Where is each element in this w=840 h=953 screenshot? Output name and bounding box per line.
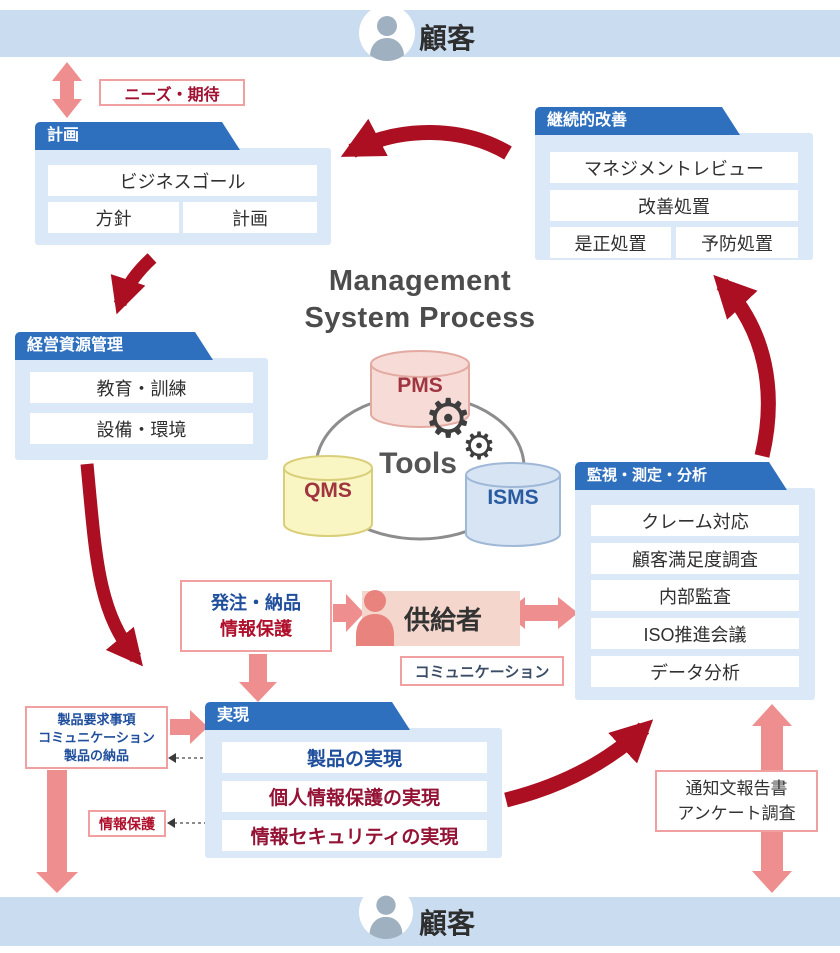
improvement-row-corrective: 是正処置 [550,227,671,258]
plan-row-business-goal: ビジネスゴール [48,165,317,196]
gear-small-icon: ⚙ [462,426,497,468]
order-box: 発注・納品 情報保護 [180,580,332,652]
arrow-improvement-to-plan [340,118,512,160]
improvement-tab: 継続的改善 [535,107,740,135]
communication-label: コミュニケーション [414,663,550,681]
resources-row-facility: 設備・環境 [30,413,253,444]
arrow-realization-to-monitoring [504,719,654,808]
isms-cylinder: ISMS [465,462,561,547]
realization-row-security: 情報セキュリティの実現 [222,820,487,851]
pms-cylinder: PMS [370,350,470,428]
page-title: Management System Process [230,263,610,337]
qms-cylinder: QMS [283,455,373,537]
arrow-order-to-realization [239,654,277,702]
info-protection-box: 情報保護 [88,810,166,837]
gear-icon: ⚙ [424,389,473,449]
arrow-plan-to-resources [110,253,157,315]
monitoring-row-audit: 内部監査 [591,580,799,611]
customer-label-top: 顧客 [419,23,476,54]
realization-tab: 実現 [205,702,410,730]
customer-icon-bottom [358,884,414,945]
improvement-row-preventive: 予防処置 [676,227,798,258]
resources-panel: 経営資源管理 教育・訓練 設備・環境 [15,332,268,460]
plan-row-policy: 方針 [48,202,179,233]
pms-label: PMS [397,374,443,397]
plan-row-plan: 計画 [183,202,317,233]
requirements-line1: 製品要求事項 [57,711,136,727]
arrow-monitoring-to-improvement [713,274,776,458]
info-protection-label: 情報保護 [99,815,155,832]
order-line2: 情報保護 [220,619,292,639]
arrow-left-to-customer [36,770,78,893]
realization-panel: 実現 製品の実現 個人情報保護の実現 情報セキュリティの実現 [205,702,502,858]
monitoring-panel: 監視・測定・分析 クレーム対応 顧客満足度調査 内部監査 ISO推進会議 データ… [575,462,815,700]
customer-bar-bottom [0,897,840,946]
tools-label: Tools [379,447,457,480]
arrow-resources-to-realization [80,463,143,667]
realization-row-product: 製品の実現 [222,742,487,773]
supplier-icon [350,586,400,651]
needs-label: ニーズ・期待 [124,86,220,104]
requirements-line2: コミュニケーション [38,729,155,745]
title-line1: Management [328,265,512,297]
customer-bar-top [0,10,840,57]
title-line2: System Process [304,302,536,334]
report-line1: 通知文報告書 [685,779,788,798]
communication-label-box: コミュニケーション [400,656,564,686]
plan-panel: 計画 ビジネスゴール 方針 計画 [35,122,331,245]
arrow-requirements-to-realization [170,710,208,744]
arrow-needs-double [52,62,82,118]
resources-tab: 経営資源管理 [15,332,213,360]
order-line1: 発注・納品 [211,593,301,613]
resources-row-training: 教育・訓練 [30,372,253,403]
monitoring-tab: 監視・測定・分析 [575,462,787,490]
improvement-row-action: 改善処置 [550,190,798,221]
plan-tab: 計画 [35,122,240,150]
customer-icon-top [358,4,416,67]
monitoring-row-iso-meeting: ISO推進会議 [591,618,799,649]
realization-row-privacy: 個人情報保護の実現 [222,781,487,812]
report-box: 通知文報告書 アンケート調査 [655,770,818,832]
customer-label-bottom: 顧客 [419,908,476,939]
qms-label: QMS [304,479,352,502]
monitoring-row-data-analysis: データ分析 [591,656,799,687]
improvement-row-review: マネジメントレビュー [550,152,798,183]
report-line2: アンケート調査 [677,804,796,823]
needs-label-box: ニーズ・期待 [99,79,245,106]
requirements-line3: 製品の納品 [63,747,129,763]
monitoring-row-satisfaction: 顧客満足度調査 [591,543,799,574]
monitoring-row-claims: クレーム対応 [591,505,799,536]
supplier-label: 供給者 [404,605,483,635]
requirements-box: 製品要求事項 コミュニケーション 製品の納品 [25,706,168,769]
improvement-panel: 継続的改善 マネジメントレビュー 改善処置 是正処置 予防処置 [535,107,813,260]
isms-label: ISMS [487,486,539,509]
